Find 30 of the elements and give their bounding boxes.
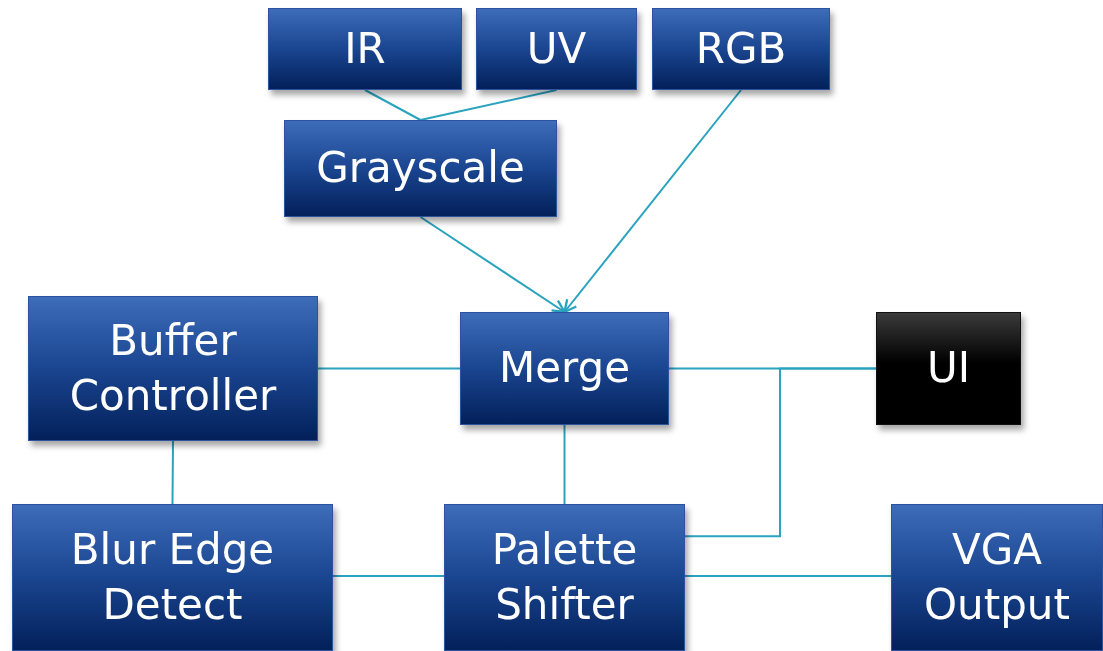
process-box xyxy=(444,504,685,651)
box-label: Palette Shifter xyxy=(490,523,639,631)
connector-line xyxy=(684,575,892,578)
process-box xyxy=(284,120,557,217)
box-label: Merge xyxy=(498,342,631,395)
box-label: Buffer Controller xyxy=(68,314,278,422)
arrow xyxy=(419,216,566,314)
box-label: UV xyxy=(526,22,587,75)
process-box xyxy=(460,312,669,425)
process-box xyxy=(652,8,830,90)
box-label: RGB xyxy=(695,22,787,75)
box-label: Blur Edge Detect xyxy=(69,523,276,631)
arrow xyxy=(563,89,742,314)
connector-line xyxy=(684,367,877,538)
connector-line xyxy=(317,367,461,370)
process-box xyxy=(891,504,1103,651)
connector-line xyxy=(419,89,558,121)
process-box xyxy=(12,504,333,651)
box-label: VGA Output xyxy=(923,523,1071,631)
connector-line xyxy=(364,89,422,121)
connector-line xyxy=(563,424,566,505)
ui-box xyxy=(876,312,1021,425)
box-label: IR xyxy=(344,22,386,75)
connector-line xyxy=(332,575,445,578)
process-box xyxy=(268,8,462,90)
box-label: Grayscale xyxy=(316,142,525,195)
process-box xyxy=(28,296,318,441)
process-box xyxy=(476,8,637,90)
connector-line xyxy=(171,440,174,505)
box-label: UI xyxy=(926,342,971,395)
